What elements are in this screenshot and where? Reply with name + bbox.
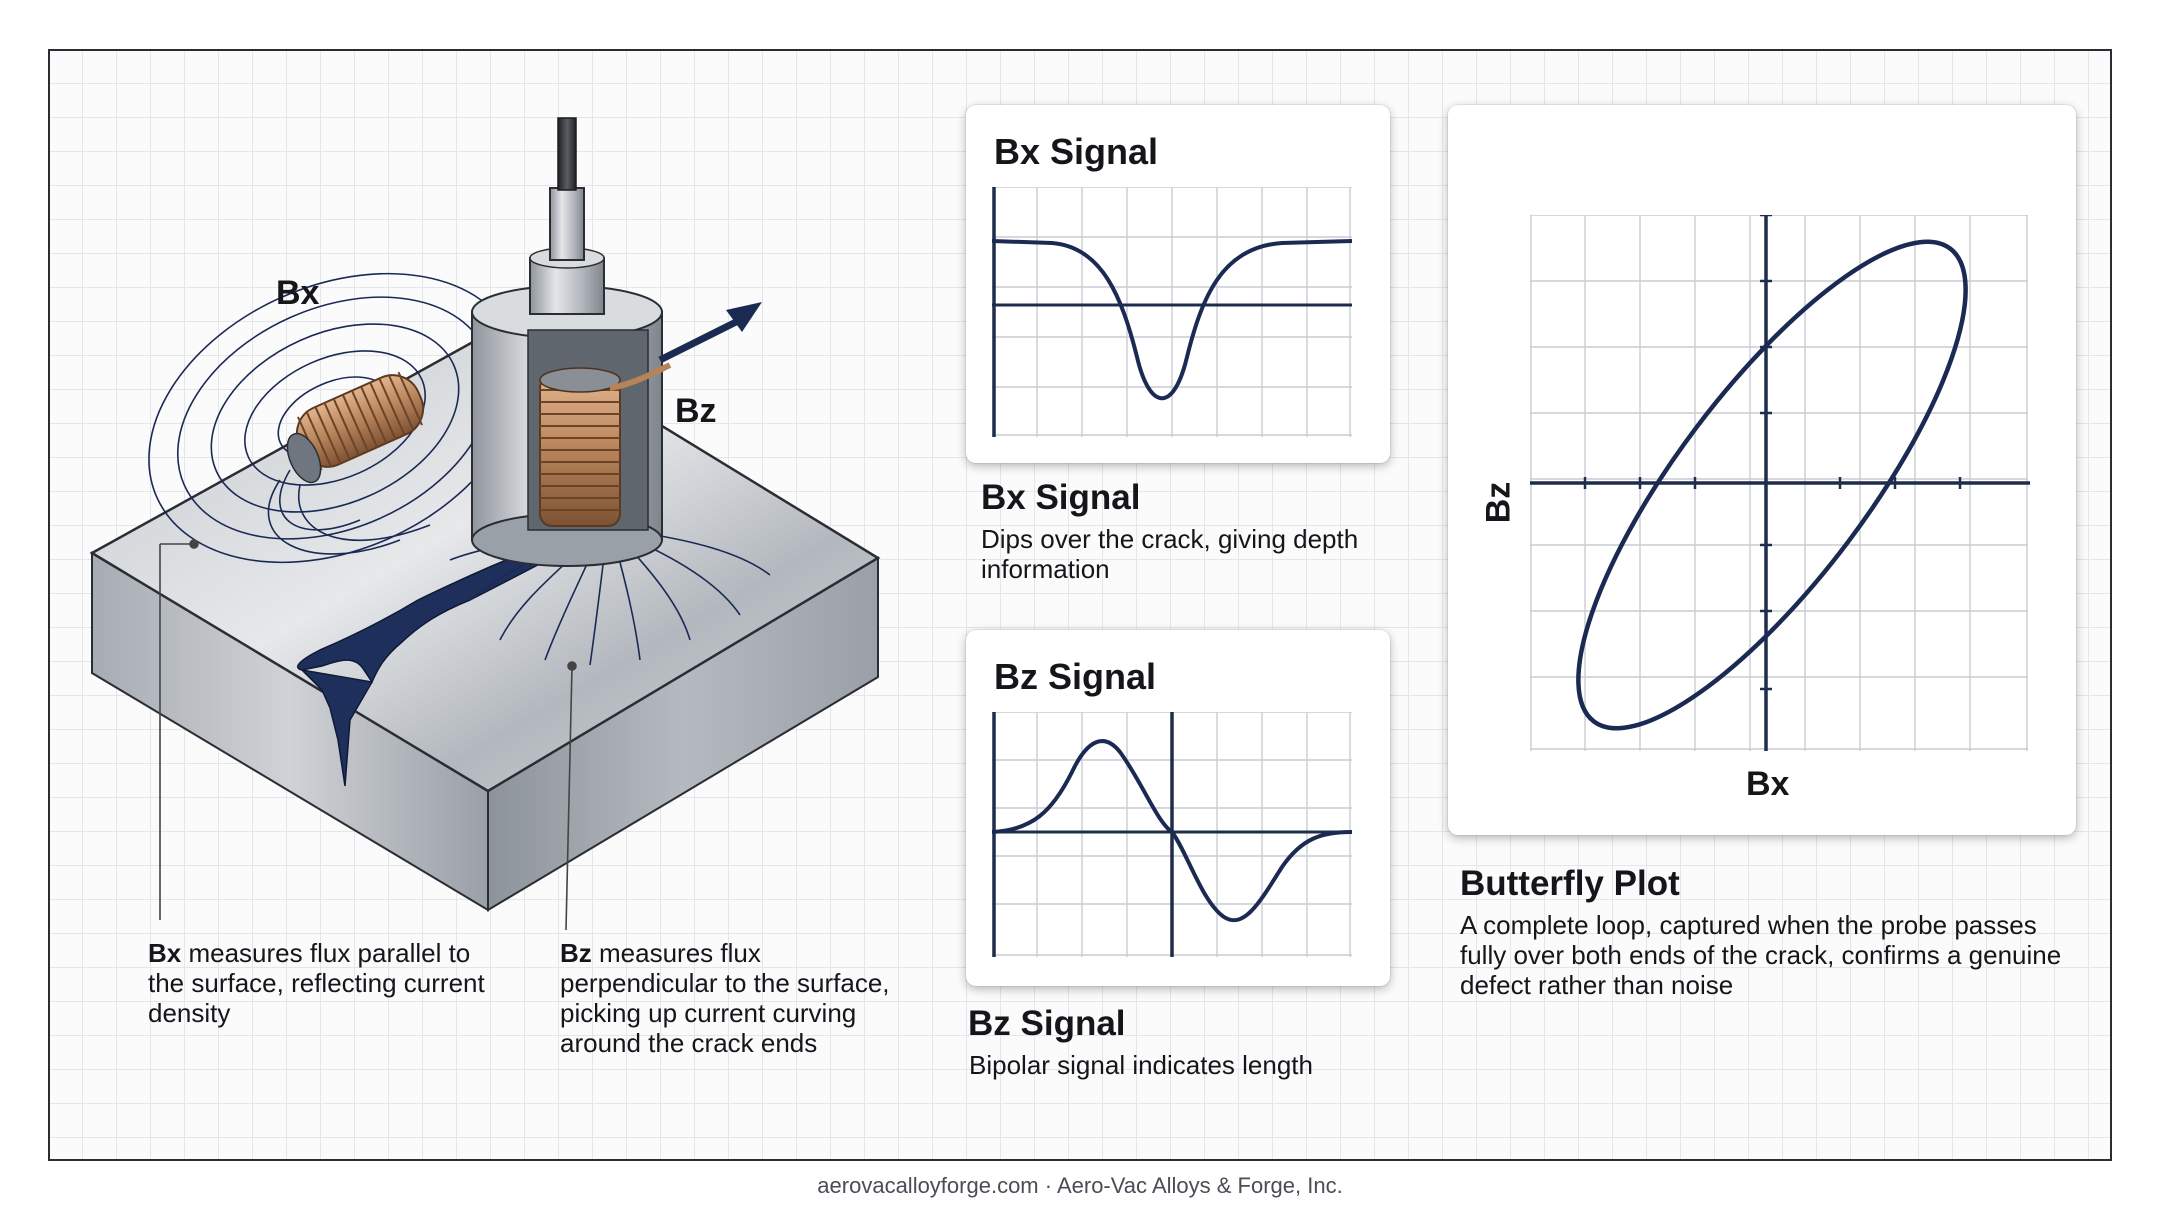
bz-callout-term: Bz <box>560 938 592 968</box>
bx-signal-curve <box>992 239 1352 401</box>
bz-probe <box>471 117 672 567</box>
crack-edge <box>299 668 374 787</box>
bz-signal-description: Bipolar signal indicates length <box>969 1050 1313 1080</box>
bz-card-title: Bz Signal <box>994 656 1157 697</box>
bz-diagram-label: Bz <box>675 392 717 430</box>
bx-callout: Bx measures flux parallel to the surface… <box>148 938 488 1028</box>
bz-signal-heading: Bz Signal <box>968 1004 1126 1043</box>
bz-signal-card: Bz Signal <box>966 630 1390 986</box>
bx-signal-plot <box>992 187 1352 437</box>
bx-coil <box>286 371 425 484</box>
butterfly-description: A complete loop, captured when the probe… <box>1460 910 2062 1000</box>
bx-card-title: Bx Signal <box>994 131 1159 172</box>
bx-diagram-label: Bx <box>276 274 320 312</box>
bx-callout-text: measures flux parallel to the surface, r… <box>148 938 485 1028</box>
butterfly-plot <box>1530 215 2030 751</box>
butterfly-x-label: Bx <box>1746 765 1790 803</box>
bx-callout-term: Bx <box>148 938 182 968</box>
bx-signal-heading: Bx Signal <box>981 478 1141 517</box>
bz-signal-plot <box>992 712 1352 957</box>
probe-illustration <box>89 117 881 931</box>
bz-callout-text: measures flux perpendicular to the surfa… <box>560 938 890 1058</box>
butterfly-heading: Butterfly Plot <box>1460 864 1680 903</box>
callout-leaders <box>159 539 577 931</box>
bx-signal-description: Dips over the crack, giving depth inform… <box>981 524 1359 584</box>
footer-credit: aerovacalloyforge.com · Aero-Vac Alloys … <box>817 1173 1343 1198</box>
butterfly-plot-card: Bx Bz <box>1448 105 2076 835</box>
bx-signal-card: Bx Signal <box>966 105 1390 463</box>
bz-callout: Bz measures flux perpendicular to the su… <box>560 938 900 1058</box>
butterfly-loop <box>1576 239 1968 731</box>
butterfly-y-label: Bz <box>1479 481 1518 524</box>
bz-direction-arrow <box>658 302 762 364</box>
bz-signal-curve <box>992 739 1352 923</box>
crack <box>297 534 587 684</box>
